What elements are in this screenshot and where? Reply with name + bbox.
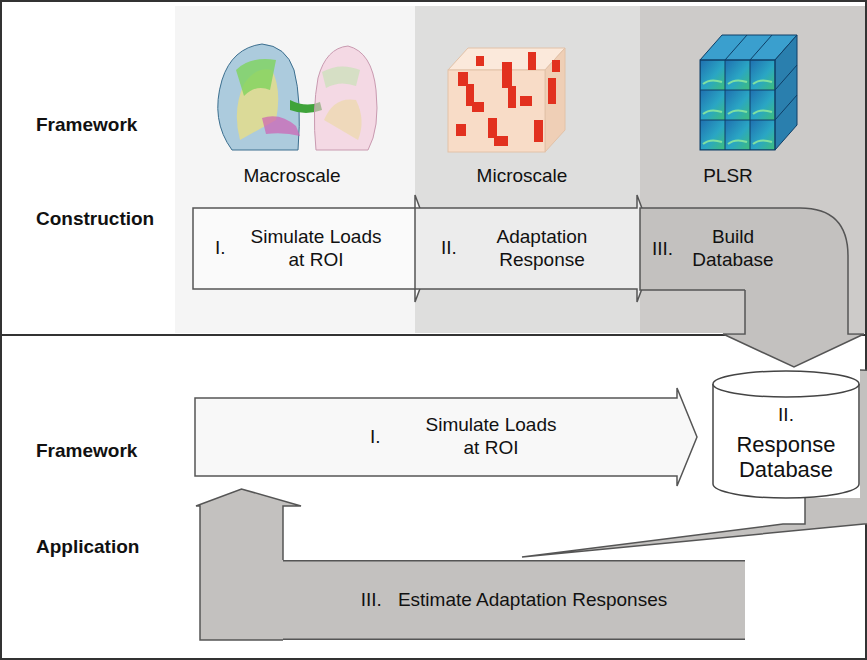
node-outline xyxy=(195,388,697,486)
row-heading: Framework xyxy=(36,114,137,136)
step-number: III. xyxy=(652,238,678,261)
band-body xyxy=(283,560,745,640)
row-heading: Framework xyxy=(36,440,137,462)
band-edge xyxy=(283,560,745,562)
macroscale-figure xyxy=(218,44,377,150)
process-arrow: III. Estimate Adaptation Responses xyxy=(283,560,745,640)
row-heading: Application xyxy=(36,536,139,558)
cylinder-body xyxy=(713,384,859,498)
process-arrow: I.Simulate Loads at ROI xyxy=(193,195,435,302)
row-heading: Construction xyxy=(36,208,154,230)
step-number: II. xyxy=(778,404,794,426)
step-text: Response Database xyxy=(726,432,846,483)
process-arrow: I. Simulate Loads at ROI xyxy=(195,388,697,486)
scale-caption: Macroscale xyxy=(243,165,340,187)
step-number: II. xyxy=(441,237,467,260)
arrow-edge xyxy=(640,208,800,290)
database-cylinder: II. Response Database xyxy=(712,370,860,498)
scale-caption: Microscale xyxy=(477,165,568,187)
microscale-cube xyxy=(448,48,565,152)
process-arrow: III.Build Database xyxy=(640,208,800,290)
step-number: I. xyxy=(370,426,396,449)
band-edge xyxy=(283,639,745,641)
scale-caption: PLSR xyxy=(703,165,753,187)
step-text: Build Database xyxy=(678,226,788,272)
process-arrow: II.Adaptation Response xyxy=(415,195,657,302)
step-number: I. xyxy=(215,237,241,260)
arrow-body xyxy=(640,208,800,290)
step-number: III. xyxy=(361,589,382,612)
step-text: Estimate Adaptation Responses xyxy=(398,589,667,612)
step-text: Simulate Loads at ROI xyxy=(241,226,391,272)
step-text: Adaptation Response xyxy=(467,226,617,272)
plsr-cube xyxy=(700,35,797,150)
cylinder-top xyxy=(713,371,859,397)
arrow-shape xyxy=(193,195,435,302)
arrow-shape xyxy=(195,388,697,486)
step-text: Simulate Loads at ROI xyxy=(416,414,566,460)
arrow-shape xyxy=(415,195,657,302)
